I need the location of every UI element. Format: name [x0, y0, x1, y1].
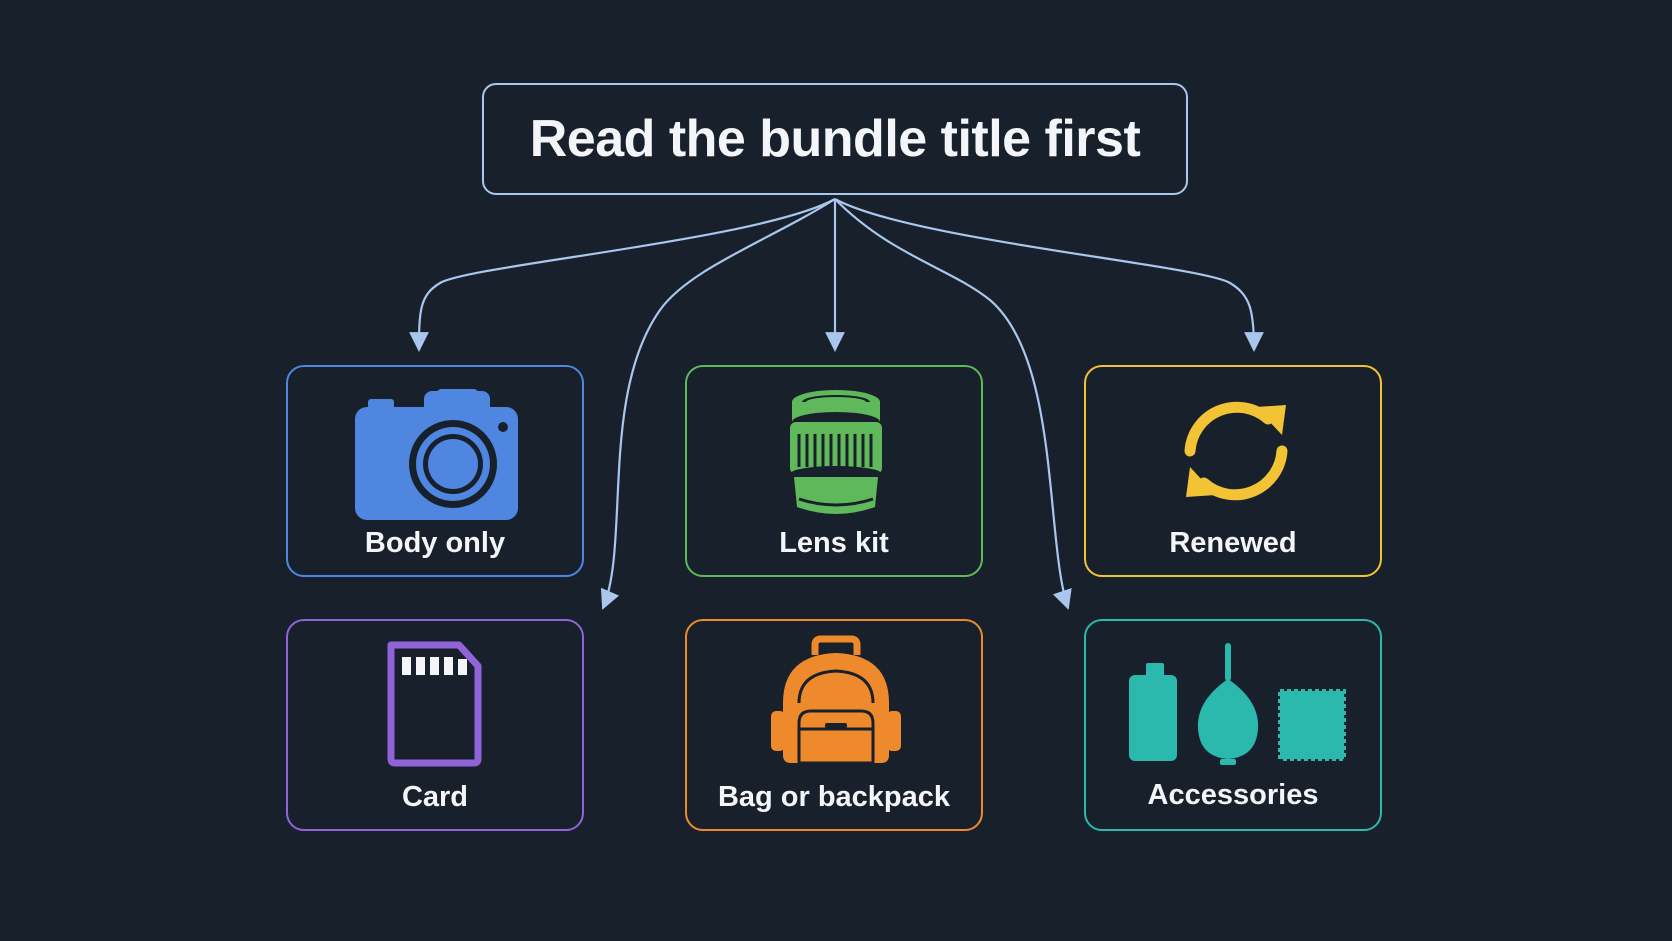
- category-renewed: Renewed: [1084, 365, 1382, 577]
- category-label: Lens kit: [779, 527, 889, 559]
- category-lens-kit: Lens kit: [685, 365, 983, 577]
- camera-icon: [288, 367, 582, 527]
- arrow-to-accessories: [834, 198, 1072, 610]
- category-label: Renewed: [1169, 527, 1297, 559]
- accessories-icon: [1086, 621, 1380, 781]
- arrow-to-renewed: [834, 198, 1264, 352]
- backpack-icon: [687, 621, 981, 781]
- category-bag-or-backpack: Bag or backpack: [685, 619, 983, 831]
- category-label: Bag or backpack: [717, 781, 951, 813]
- refresh-icon: [1086, 367, 1380, 527]
- title-box: Read the bundle title first: [482, 83, 1188, 195]
- category-body-only: Body only: [286, 365, 584, 577]
- category-label: Card: [401, 781, 469, 813]
- arrow-to-body-only: [409, 198, 836, 352]
- category-accessories: Accessories: [1084, 619, 1382, 831]
- category-label: Accessories: [1147, 779, 1319, 811]
- sd-card-icon: [288, 621, 582, 781]
- category-card: Card: [286, 619, 584, 831]
- title: Read the bundle title first: [529, 110, 1141, 168]
- arrow-to-card: [600, 198, 836, 610]
- lens-icon: [687, 367, 981, 527]
- category-label: Body only: [364, 527, 506, 559]
